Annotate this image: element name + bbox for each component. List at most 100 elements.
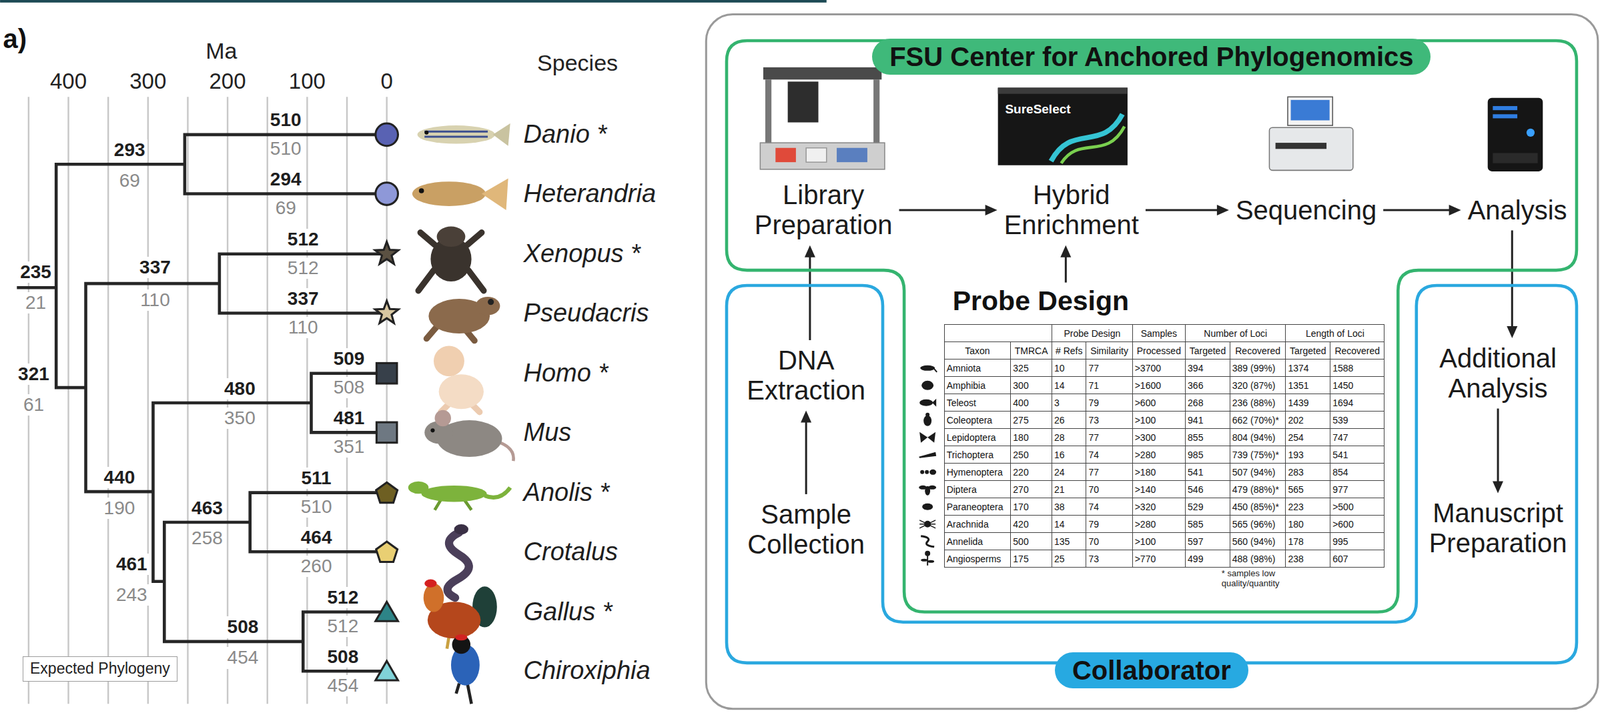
table-cell: Angiosperms: [944, 550, 1011, 568]
node-count: 481: [331, 407, 367, 430]
spider-silhouette: [919, 520, 936, 529]
process-step: Sequencing: [1229, 190, 1384, 231]
table-cell: 254: [1285, 429, 1331, 447]
node-count-grey: 454: [225, 647, 261, 669]
fish-eye: [424, 130, 429, 135]
table-cell: 79: [1086, 394, 1133, 412]
node-count-grey: 508: [331, 376, 367, 399]
table-row: Angiosperms1752573>770499488 (98%)238607: [944, 550, 1385, 568]
table-cell: 607: [1330, 550, 1385, 568]
node-count-grey: 512: [285, 257, 321, 279]
arrow-connector: [804, 245, 816, 341]
table-row: Hymenoptera2202477>180541507 (94%)283854: [944, 463, 1385, 482]
table-cell: >770: [1132, 550, 1185, 568]
node-label: Analysis: [1467, 195, 1568, 226]
node-count: 321: [16, 363, 52, 385]
robot-plate: [806, 148, 827, 163]
arrow-connector: [1492, 409, 1504, 494]
outer-frame: [705, 14, 1598, 709]
grid-line: [147, 96, 149, 704]
arrow-head: [1060, 245, 1071, 258]
table-cell: 236 (88%): [1229, 394, 1286, 412]
table-cell: 1450: [1330, 376, 1385, 395]
caddisfly-silhouette: [918, 452, 937, 459]
silhouette-shape: [929, 469, 937, 476]
table-cell: 747: [1330, 429, 1385, 447]
table-cell: Targeted: [1285, 342, 1331, 360]
frog-head: [475, 296, 501, 316]
process-step: Manuscript Preparation: [1422, 493, 1574, 564]
table-cell: 804 (94%): [1229, 429, 1286, 447]
table-cell: 24: [1051, 463, 1087, 482]
table-row: Trichoptera2501674>280985739 (75%)*19354…: [944, 446, 1385, 464]
table-row: Diptera2702170>140546479 (88%)*565977: [944, 481, 1385, 499]
grid-line: [107, 96, 109, 704]
lizard-body: [421, 485, 488, 502]
arrow-head: [800, 411, 812, 424]
silhouette-shape: [919, 432, 928, 444]
table-row: Arachnida4201479>280585565 (96%)180>600: [944, 515, 1385, 534]
node-count: 337: [137, 256, 173, 279]
fish-body: [412, 181, 486, 207]
table-cell: Teleost: [944, 394, 1011, 412]
node-count: 463: [189, 497, 225, 520]
arrow-head: [1506, 326, 1518, 339]
kit-swirl: [1050, 114, 1123, 161]
node-count-grey: 21: [23, 292, 49, 314]
bird-cap: [455, 634, 468, 641]
node-count: 508: [225, 616, 261, 638]
table-cell: Recovered: [1229, 342, 1286, 360]
node-count-grey: 512: [324, 615, 361, 638]
table-row: TaxonTMRCA# RefsSimilarityProcessedTarge…: [944, 342, 1385, 360]
table-cell: 479 (88%)*: [1229, 481, 1286, 499]
table-cell: 546: [1185, 481, 1231, 499]
table-cell: 560 (94%): [1229, 533, 1286, 551]
connector-line: [1064, 256, 1067, 283]
table-cell: 26: [1051, 411, 1087, 430]
species-name: Pseudacris: [523, 298, 650, 329]
axis-tick: 0: [380, 68, 393, 95]
silhouette-shape: [919, 520, 936, 529]
silhouette-shape: [932, 398, 937, 408]
fish-silhouette: [919, 398, 937, 408]
table-cell: >300: [1132, 429, 1185, 447]
node-count-grey: 110: [138, 289, 173, 311]
node-count: 294: [268, 168, 304, 191]
table-cell: 507 (94%): [1229, 463, 1286, 482]
fly-silhouette: [918, 485, 937, 496]
node-count: 509: [331, 348, 367, 370]
species-name: Gallus *: [523, 597, 613, 628]
node-count-grey: 69: [117, 170, 143, 192]
rooster-comb: [424, 579, 437, 588]
frog-eye: [487, 298, 494, 305]
axis-title: Ma: [205, 38, 237, 65]
table-cell: 70: [1086, 481, 1133, 499]
silhouette-shape: [928, 485, 937, 490]
sequencer-body: [1269, 127, 1353, 171]
table-cell: 170: [1010, 498, 1053, 516]
table-cell: 662 (70%)*: [1229, 411, 1286, 430]
table-cell: Arachnida: [944, 515, 1011, 534]
node-label: Probe Design: [952, 285, 1129, 317]
table-cell: 10: [1051, 359, 1087, 377]
table-cell: 268: [1185, 394, 1231, 412]
table-cell: 855: [1185, 429, 1231, 447]
table-cell: 270: [1010, 481, 1053, 499]
process-step: DNA Extraction: [739, 340, 873, 412]
table-cell: 585: [1185, 515, 1231, 534]
table-cell: 325: [1010, 359, 1053, 377]
node-count: 511: [299, 467, 334, 490]
table-cell: 178: [1285, 533, 1331, 551]
node-count: 235: [18, 261, 54, 283]
worm-silhouette: [920, 536, 935, 548]
tip-markers: [374, 123, 399, 681]
table-cell: 488 (98%): [1229, 550, 1286, 568]
table-cell: 739 (75%)*: [1229, 446, 1286, 464]
table-cell: Diptera: [944, 481, 1011, 499]
species-name: Homo *: [523, 358, 609, 389]
node-count: 464: [298, 527, 335, 549]
species-name: Chiroxiphia: [523, 656, 651, 686]
table-cell: 71: [1086, 376, 1133, 395]
table-cell: 283: [1285, 463, 1331, 482]
circle-marker: [375, 182, 399, 206]
